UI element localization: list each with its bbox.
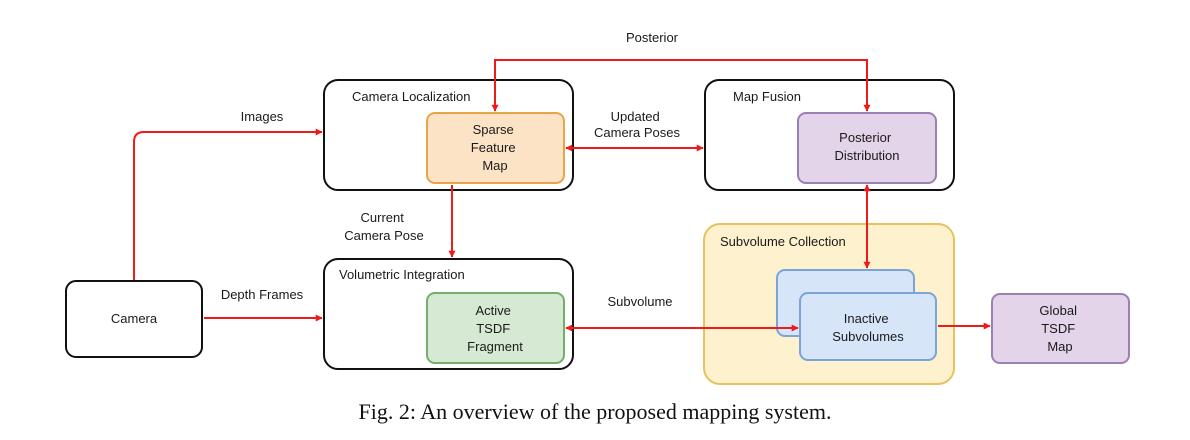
posterior-distribution-box xyxy=(797,112,937,184)
sparse-feature-map-line-2: Feature xyxy=(471,140,516,155)
posterior-distribution-line-1: Posterior xyxy=(839,130,892,145)
updated-camera-poses-line-1: Updated xyxy=(611,109,660,124)
active-tsdf-fragment-label: Active TSDF Fragment xyxy=(467,303,523,354)
global-tsdf-map-label: Global TSDF Map xyxy=(1039,303,1080,354)
camera-label: Camera xyxy=(111,311,158,326)
sparse-feature-map-box xyxy=(426,112,565,184)
active-tsdf-fragment-line-3: Fragment xyxy=(467,339,523,354)
global-tsdf-map-line-2: TSDF xyxy=(1041,321,1075,336)
figure-caption: Fig. 2: An overview of the proposed mapp… xyxy=(359,399,832,424)
updated-camera-poses-line-2: Camera Poses xyxy=(594,125,680,140)
sparse-feature-map-line-1: Sparse xyxy=(473,122,514,137)
inactive-subvolumes-front-box xyxy=(799,292,937,361)
subvolume-edge-label: Subvolume xyxy=(607,294,672,309)
map-fusion-label: Map Fusion xyxy=(733,89,801,104)
active-tsdf-fragment-line-1: Active xyxy=(475,303,510,318)
active-tsdf-fragment-line-2: TSDF xyxy=(476,321,510,336)
posterior-distribution-label: Posterior Distribution xyxy=(834,130,899,163)
posterior-arrow xyxy=(491,59,871,112)
current-camera-pose-line-2: Camera Pose xyxy=(344,228,423,243)
global-tsdf-map-line-1: Global xyxy=(1039,303,1077,318)
updated-camera-poses-edge-label: Updated Camera Poses xyxy=(594,109,680,140)
active-tsdf-fragment-box xyxy=(426,292,565,364)
inactive-subvolumes-line-1: Inactive xyxy=(844,311,889,326)
sparse-feature-map-label: Sparse Feature Map xyxy=(471,122,519,173)
posterior-distribution-line-2: Distribution xyxy=(834,148,899,163)
current-camera-pose-edge-label: Current Camera Pose xyxy=(344,210,423,243)
depth-frames-edge-label: Depth Frames xyxy=(221,287,304,302)
inactive-subvolumes-line-2: Subvolumes xyxy=(832,329,904,344)
camera-localization-label: Camera Localization xyxy=(352,89,471,104)
images-edge-label: Images xyxy=(241,109,284,124)
subvolume-collection-label: Subvolume Collection xyxy=(720,234,846,249)
inactive-subvolumes-label: Inactive Subvolumes xyxy=(832,311,904,344)
images-arrow xyxy=(133,128,323,280)
global-tsdf-map-line-3: Map xyxy=(1047,339,1072,354)
current-camera-pose-line-1: Current xyxy=(361,210,405,225)
sparse-feature-map-line-3: Map xyxy=(482,158,507,173)
posterior-edge-label: Posterior xyxy=(626,30,679,45)
volumetric-integration-label: Volumetric Integration xyxy=(339,267,465,282)
camera-box xyxy=(65,280,203,358)
global-tsdf-map-box xyxy=(991,293,1130,364)
